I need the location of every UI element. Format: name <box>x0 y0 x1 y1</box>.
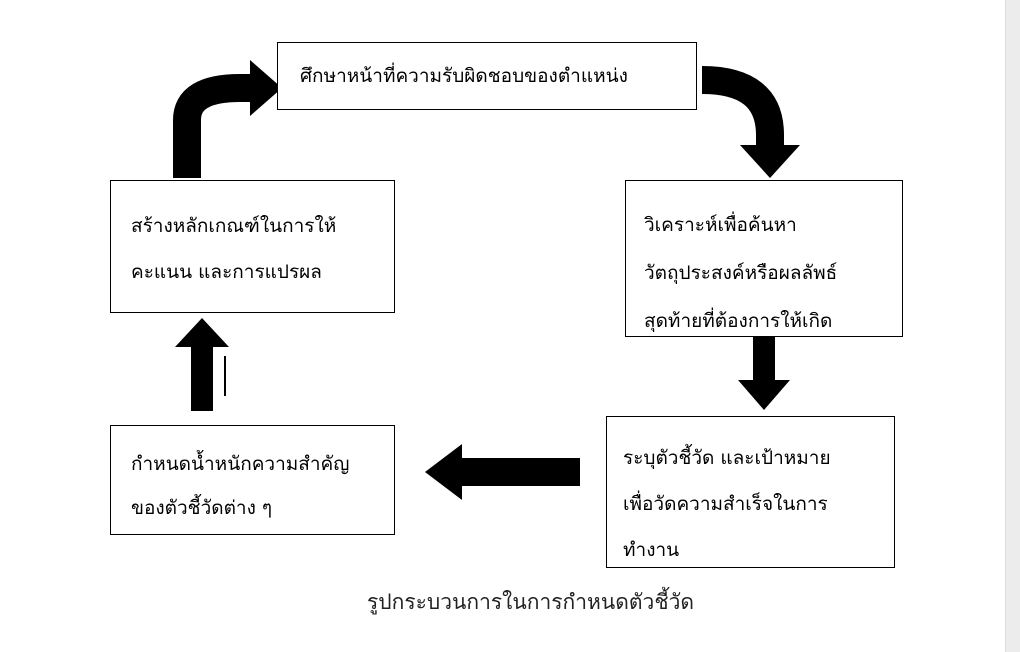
step-text-line: คะแนน และการแปรผล <box>131 261 322 283</box>
vertical-scrollbar[interactable] <box>1005 0 1020 652</box>
step-text-line: ระบุตัวชี้วัด และเป้าหมาย <box>623 447 831 469</box>
step-define-indicators-box: ระบุตัวชี้วัด และเป้าหมาย เพื่อวัดความสำ… <box>606 416 895 568</box>
step-text-line: วัตถุประสงค์หรือผลลัพธ์ <box>644 262 838 284</box>
step-text-line: เพื่อวัดความสำเร็จในการ <box>623 493 828 515</box>
step-text-line: กำหนดน้ำหนักความสำคัญ <box>131 453 350 475</box>
step-text-line: ของตัวชี้วัดต่าง ๆ <box>131 497 273 519</box>
figure-caption: รูปกระบวนการในการกำหนดตัวชี้วัด <box>367 590 694 614</box>
step-text-line: วิเคราะห์เพื่อค้นหา <box>644 214 797 236</box>
step-text-line: สร้างหลักเกณฑ์ในการให้ <box>131 215 337 237</box>
step-text-line: สุดท้ายที่ต้องการให้เกิด <box>644 310 833 332</box>
step-text-line: ศึกษาหน้าที่ความรับผิดชอบของตำแหน่ง <box>300 65 628 87</box>
up-arrow-to-criteria-box <box>175 318 229 411</box>
curved-arrow-to-top-box <box>173 60 282 178</box>
step-text-line: ทำงาน <box>623 539 680 561</box>
down-arrow-to-indicators-box <box>738 331 790 410</box>
curved-arrow-to-analyze-box <box>701 66 800 178</box>
step-analyze-purpose-box: วิเคราะห์เพื่อค้นหา วัตถุประสงค์หรือผลลั… <box>625 180 903 337</box>
step-set-weights-box: กำหนดน้ำหนักความสำคัญ ของตัวชี้วัดต่าง ๆ <box>110 425 395 535</box>
step-create-criteria-box: สร้างหลักเกณฑ์ในการให้ คะแนน และการแปรผล <box>110 180 395 313</box>
left-arrow-to-weights-box <box>425 444 580 500</box>
step-study-duties-box: ศึกษาหน้าที่ความรับผิดชอบของตำแหน่ง <box>277 42 697 110</box>
